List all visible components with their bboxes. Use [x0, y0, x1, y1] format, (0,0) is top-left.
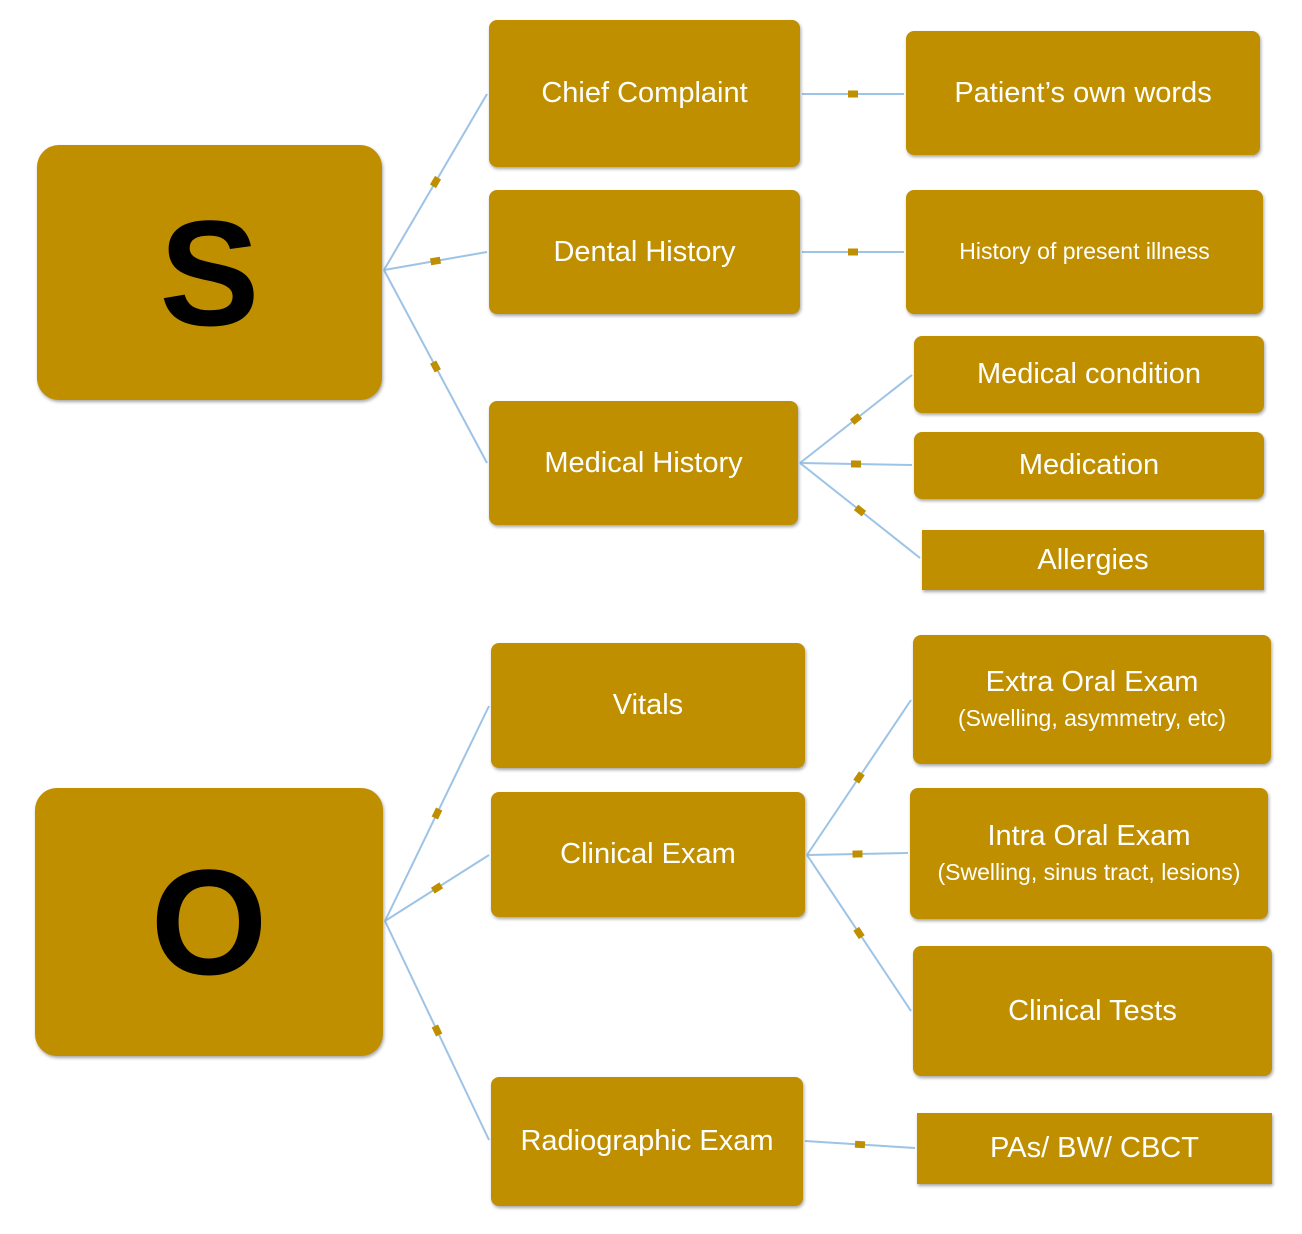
connector-clinical-to-intra-oral	[806, 850, 909, 858]
connector-dental-to-present-illness	[802, 248, 904, 256]
connector-marker	[431, 807, 443, 820]
connector-marker	[853, 504, 867, 517]
connector-marker	[852, 850, 863, 858]
pas-bw-cbct-box: PAs/ BW/ CBCT	[917, 1113, 1272, 1184]
connector-marker	[431, 1024, 443, 1037]
intra-oral-exam-box: Intra Oral Exam (Swelling, sinus tract, …	[910, 788, 1268, 919]
o-root-label: O	[150, 838, 268, 1006]
connector-marker	[430, 360, 441, 373]
connector-radiographic-to-pas	[804, 1140, 916, 1149]
vitals-box: Vitals	[491, 643, 805, 768]
connector-medical-to-medication	[799, 460, 913, 468]
patients-own-words-label: Patient’s own words	[954, 76, 1212, 109]
connector-s-to-chief-complaint	[383, 93, 488, 271]
connector-marker	[854, 1140, 866, 1149]
connector-marker	[853, 926, 865, 940]
medical-condition-label: Medical condition	[976, 358, 1202, 391]
s-root-box: S	[37, 145, 382, 400]
medication-box: Medication	[914, 432, 1264, 499]
medical-history-box: Medical History	[489, 401, 798, 525]
intra-oral-exam-label: Intra Oral Exam	[987, 820, 1191, 853]
dental-history-label: Dental History	[553, 235, 736, 268]
connector-clinical-to-extra-oral	[806, 699, 912, 856]
connector-marker	[848, 248, 858, 256]
connector-s-to-medical-history	[383, 269, 488, 464]
history-present-illness-label: History of present illness	[959, 238, 1210, 265]
allergies-box: Allergies	[922, 530, 1264, 590]
extra-oral-exam-label: Extra Oral Exam	[985, 666, 1199, 699]
o-root-box: O	[35, 788, 383, 1056]
connector-o-to-vitals	[384, 705, 490, 922]
connector-clinical-to-clinical-tests	[806, 854, 912, 1012]
connector-s-to-dental-history	[383, 251, 488, 271]
allergies-label: Allergies	[1037, 543, 1149, 576]
extra-oral-exam-detail: (Swelling, asymmetry, etc)	[958, 704, 1226, 731]
connector-marker	[429, 175, 442, 189]
connector-medical-to-condition	[799, 374, 913, 464]
extra-oral-exam-box: Extra Oral Exam (Swelling, asymmetry, et…	[913, 635, 1271, 764]
dental-history-box: Dental History	[489, 190, 800, 314]
chief-complaint-label: Chief Complaint	[541, 77, 748, 110]
radiographic-exam-label: Radiographic Exam	[520, 1125, 774, 1158]
intra-oral-exam-detail: (Swelling, sinus tract, lesions)	[937, 858, 1241, 885]
medical-condition-box: Medical condition	[914, 336, 1264, 413]
connector-o-to-clinical-exam	[384, 854, 490, 922]
history-present-illness-box: History of present illness	[906, 190, 1263, 314]
connector-marker	[848, 90, 858, 98]
chief-complaint-box: Chief Complaint	[489, 20, 800, 167]
connector-marker	[850, 460, 862, 468]
connector-medical-to-allergies	[799, 462, 921, 559]
radiographic-exam-box: Radiographic Exam	[491, 1077, 803, 1206]
vitals-label: Vitals	[612, 689, 684, 722]
clinical-tests-label: Clinical Tests	[1008, 994, 1177, 1027]
clinical-exam-label: Clinical Exam	[560, 838, 736, 871]
clinical-exam-box: Clinical Exam	[491, 792, 805, 917]
medical-history-label: Medical History	[544, 446, 743, 479]
connector-marker	[430, 882, 444, 894]
connector-marker	[849, 413, 863, 425]
s-root-label: S	[159, 188, 260, 357]
connector-chief-to-own-words	[802, 90, 904, 98]
clinical-tests-box: Clinical Tests	[913, 946, 1272, 1076]
connector-o-to-radiographic-exam	[384, 920, 490, 1141]
connector-marker	[429, 256, 442, 266]
patients-own-words-box: Patient’s own words	[906, 31, 1260, 155]
pas-bw-cbct-label: PAs/ BW/ CBCT	[990, 1132, 1199, 1165]
medication-label: Medication	[1018, 449, 1160, 482]
connector-marker	[853, 771, 865, 784]
